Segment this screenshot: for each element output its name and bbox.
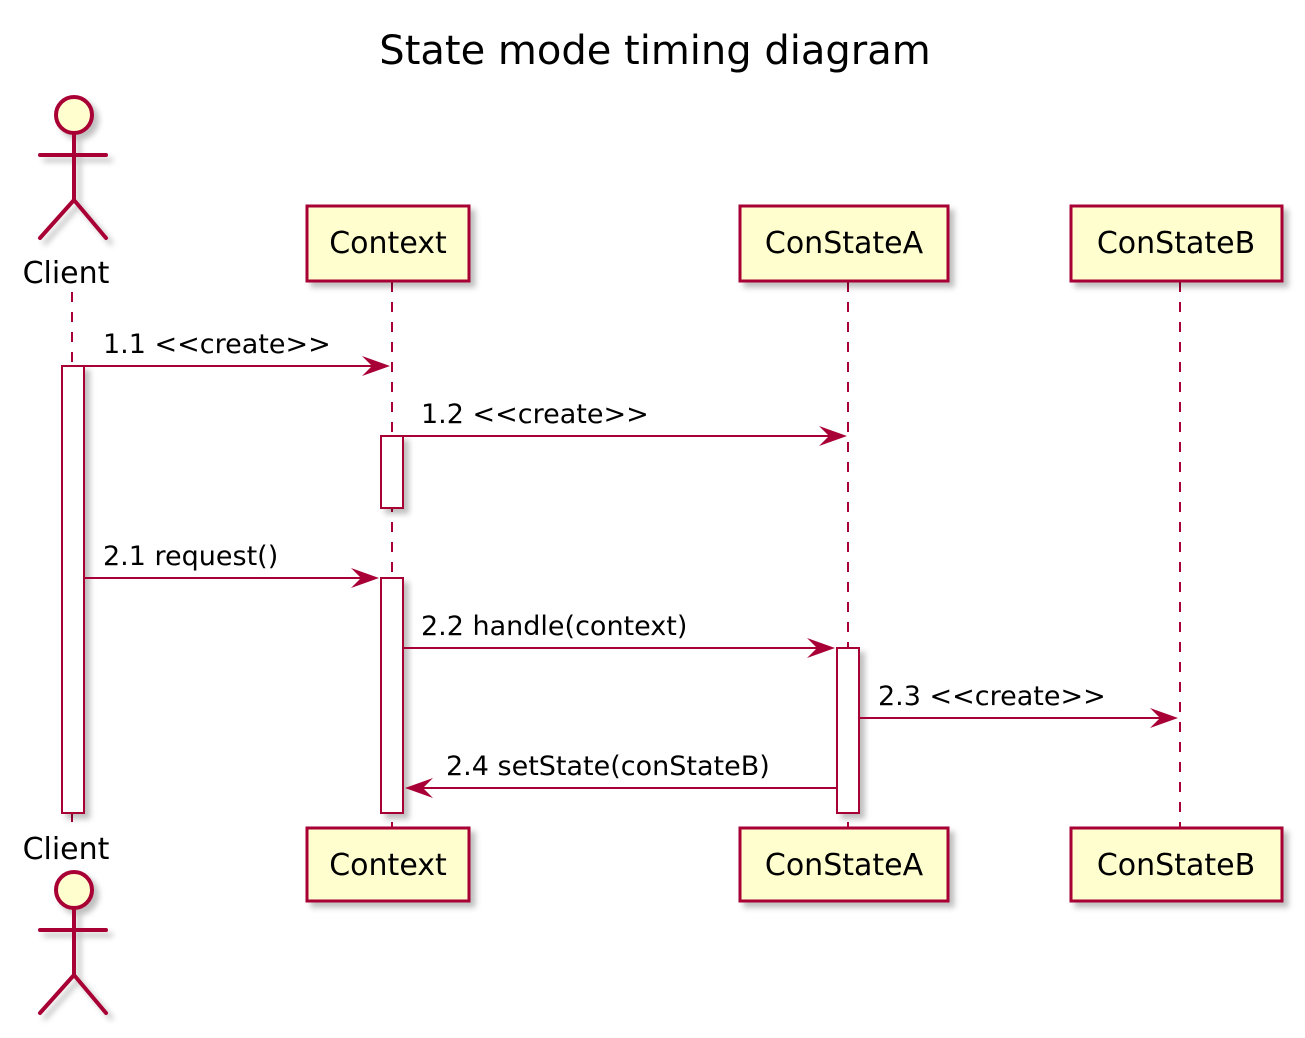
activation-context-2: [380, 577, 404, 814]
participants-top: Client Context ConStateA ConStateB: [23, 95, 1284, 291]
message-label: 2.1 request(): [103, 541, 278, 572]
message-1-2: 1.2 <<create>>: [403, 399, 847, 446]
participant-context-bottom: Context: [305, 826, 471, 903]
message-label: 1.2 <<create>>: [421, 399, 649, 430]
actor-client-bottom: Client: [23, 832, 110, 1015]
message-2-3: 2.3 <<create>>: [859, 681, 1178, 728]
messages: 1.1 <<create>> 1.2 <<create>> 2.1 reques…: [84, 329, 1178, 798]
participant-label-context: Context: [329, 226, 447, 261]
activation-context-1: [380, 435, 404, 509]
participant-label-constatea: ConStateA: [765, 848, 924, 883]
actor-icon: [38, 95, 108, 240]
message-label: 2.2 handle(context): [421, 611, 687, 642]
message-label: 2.4 setState(conStateB): [446, 751, 770, 782]
participant-label-context: Context: [329, 848, 447, 883]
participant-label-constateb: ConStateB: [1097, 226, 1255, 261]
message-label: 2.3 <<create>>: [878, 681, 1106, 712]
participants-bottom: Client Context ConStateA ConStateB: [23, 826, 1284, 1015]
activation-constatea: [836, 647, 860, 814]
participant-label-constateb: ConStateB: [1097, 848, 1255, 883]
activation-client: [61, 365, 85, 814]
activations: [61, 365, 860, 814]
message-2-4: 2.4 setState(conStateB): [405, 751, 837, 798]
actor-icon: [38, 870, 108, 1015]
participant-label-client: Client: [23, 256, 110, 291]
participant-constateb-top: ConStateB: [1069, 204, 1284, 283]
participant-label-constatea: ConStateA: [765, 226, 924, 261]
diagram-title: State mode timing diagram: [379, 28, 930, 74]
participant-constateb-bottom: ConStateB: [1069, 826, 1284, 903]
participant-constatea-bottom: ConStateA: [738, 826, 950, 903]
message-1-1: 1.1 <<create>>: [84, 329, 390, 376]
message-label: 1.1 <<create>>: [103, 329, 331, 360]
participant-label-client: Client: [23, 832, 110, 867]
message-2-2: 2.2 handle(context): [403, 611, 835, 658]
participant-constatea-top: ConStateA: [738, 204, 950, 283]
actor-client-top: Client: [23, 95, 110, 291]
participant-context-top: Context: [305, 204, 471, 283]
message-2-1: 2.1 request(): [84, 541, 379, 588]
